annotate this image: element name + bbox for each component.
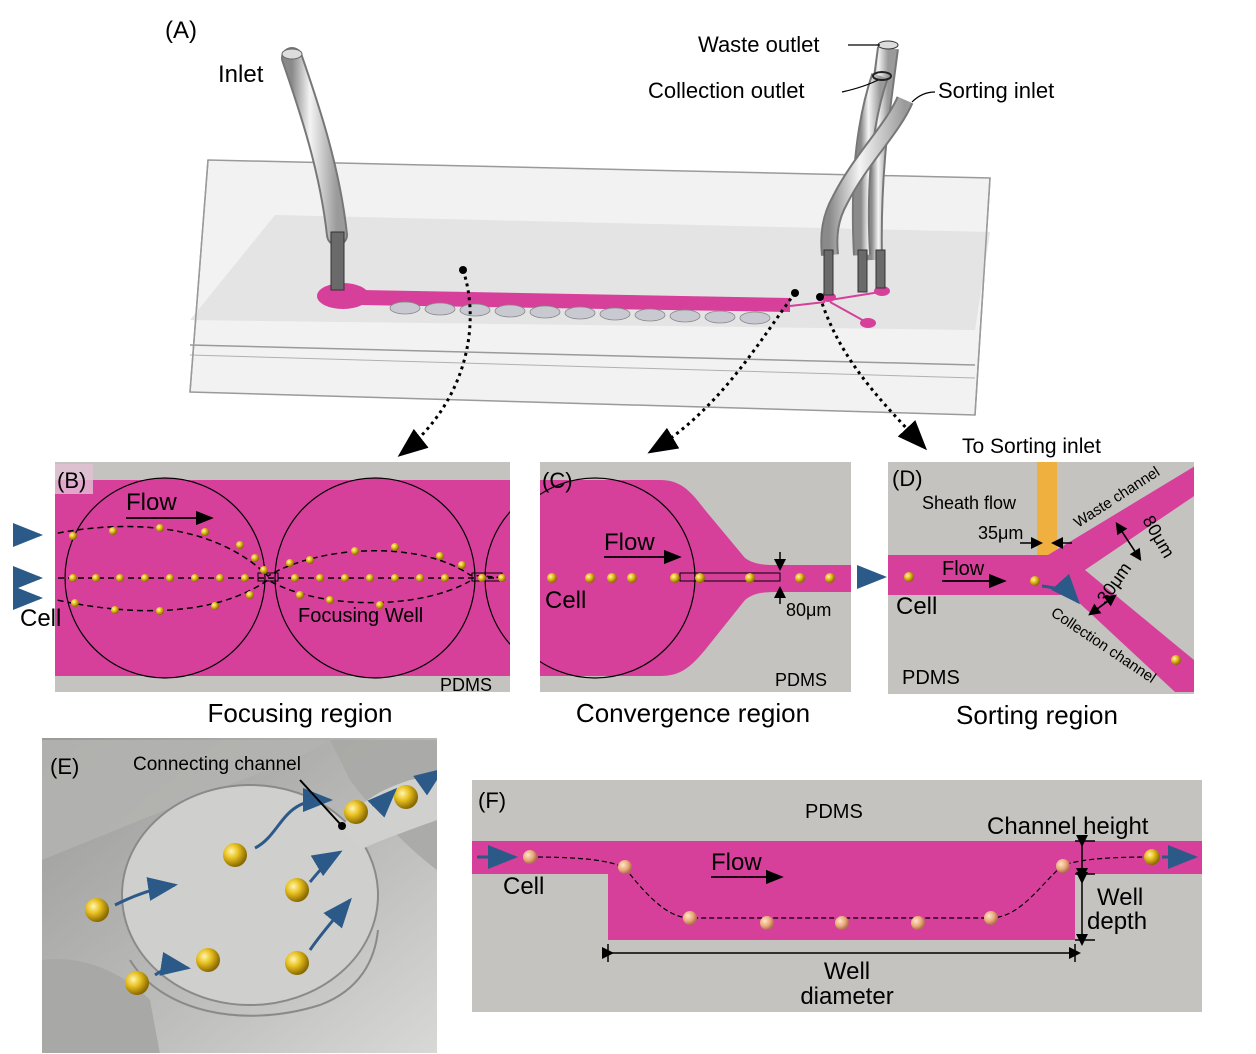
cells-f [523, 850, 1070, 930]
panel-d-label: (D) [892, 466, 923, 491]
well-depth-label-2: depth [1087, 908, 1147, 935]
pdms-label-d: PDMS [902, 667, 960, 689]
channel-f [472, 841, 1202, 874]
to-sorting-inlet-label: To Sorting inlet [962, 435, 1101, 458]
dimension-lines-f [602, 835, 1095, 962]
cells-e [85, 785, 418, 995]
panel-a: (A) [165, 17, 1054, 457]
sheath-width-label: 35μm [978, 523, 1023, 543]
panel-e: (E) Connecting channel [42, 738, 437, 1053]
callout-arrows [397, 266, 928, 457]
well-diameter-label-1: Well [824, 958, 870, 985]
caption-b: Focusing region [208, 698, 393, 728]
panel-b-label: (B) [57, 468, 86, 493]
cells-c [547, 573, 835, 583]
well-e [121, 784, 379, 1006]
width-label-c: 80μm [786, 600, 831, 620]
waste-outlet-label: Waste outlet [698, 32, 819, 57]
pdms-label-f: PDMS [805, 801, 863, 823]
cells-d [904, 572, 1181, 665]
panel-d: To Sorting inlet (D) Sheath flow 35μm Wa… [857, 435, 1194, 730]
cell-label-d: Cell [896, 593, 937, 620]
cell-label-b: Cell [20, 605, 61, 632]
inlet-label: Inlet [218, 61, 264, 88]
panel-a-label: (A) [165, 17, 197, 44]
chip-channel [317, 283, 890, 328]
collection-outlet-label: Collection outlet [648, 78, 805, 103]
collection-channel [1060, 570, 1194, 692]
panel-f: (F) PDMS Channel height Flow Cell Well d… [472, 780, 1202, 1012]
channel-height-label: Channel height [987, 813, 1149, 840]
panel-f-label: (F) [478, 788, 506, 813]
cells-b [69, 524, 506, 615]
outlet-tubes [820, 40, 914, 296]
well-depth-label-1: Well [1097, 884, 1143, 911]
cell-label-f: Cell [503, 873, 544, 900]
flow-label-d: Flow [942, 558, 985, 580]
waste-channel [1048, 466, 1194, 570]
connecting-channel-label: Connecting channel [133, 754, 301, 775]
pdms-label-c: PDMS [775, 670, 827, 690]
sorting-inlet-label: Sorting inlet [938, 78, 1054, 103]
sheath-channel [1037, 462, 1057, 560]
well-diameter-label-2: diameter [800, 983, 893, 1010]
inflow-arrows-b [13, 523, 43, 610]
focusing-well-2 [274, 477, 476, 679]
cell-trajectories [55, 525, 506, 612]
flow-label-b: Flow [126, 489, 177, 516]
panel-e-label: (E) [50, 754, 79, 779]
caption-c: Convergence region [576, 698, 810, 728]
inlet-tube [281, 47, 348, 291]
flow-arrows-e [114, 768, 437, 977]
well-f [608, 874, 1075, 940]
caption-d: Sorting region [956, 700, 1118, 730]
focusing-well-label: Focusing Well [298, 605, 423, 627]
panel-b: (B) Flow Cell Focusing Well PDMS Focusin… [13, 462, 510, 728]
panel-c: (C) Flow Cell 80μm PDMS Convergence regi… [540, 462, 851, 728]
cell-label-c: Cell [545, 587, 586, 614]
pdms-label-b: PDMS [440, 675, 492, 695]
flow-label-f: Flow [711, 849, 762, 876]
sheath-flow-label: Sheath flow [922, 493, 1017, 513]
flow-label-c: Flow [604, 529, 655, 556]
panel-c-label: (C) [542, 468, 573, 493]
